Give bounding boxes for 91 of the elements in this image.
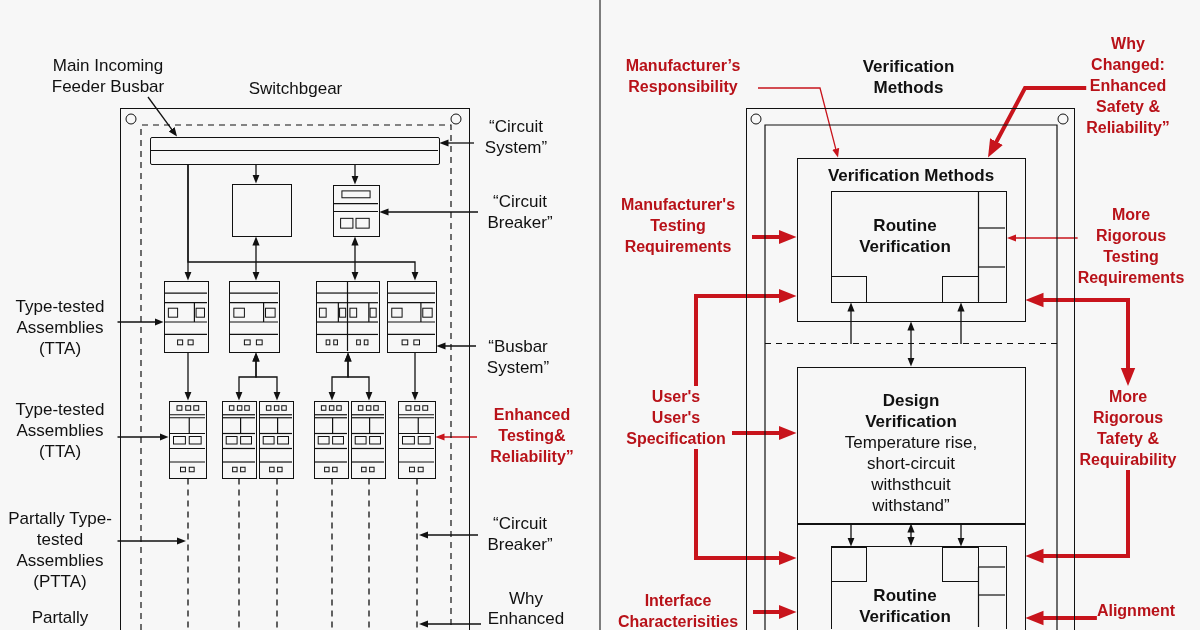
arrow [436,342,477,350]
module-box [350,400,386,479]
callout-label: Enhanced Testing& Reliability” [477,404,587,467]
routine-verification-box [831,546,1007,629]
callout-label: More Rigorous Testing Requirements [1077,204,1185,288]
dashed-line [276,477,278,630]
callout-label: “Circuit System” [474,116,558,158]
arrow [116,318,164,326]
callout-label: “Circuit Breaker” [478,513,562,555]
arrow [187,163,419,281]
double-arrow [344,352,373,401]
box-title: Design Verification [864,389,958,432]
dashed-line [416,477,418,630]
double-arrow [907,321,915,367]
module-box [168,400,207,479]
dashed-line [331,477,333,630]
module-box [386,280,437,353]
arrow [694,449,797,566]
arrow [147,96,177,137]
module-box [163,280,209,353]
double-arrow [351,236,359,281]
callout-label: Main Incoming Feeder Busbar [38,55,178,97]
arrow [847,302,855,345]
arrow [1007,234,1079,242]
callout-label: More Rigorous Tafety & Requirability [1079,386,1177,470]
callout-label: Alignment [1096,600,1176,621]
callout-label: User's [651,387,701,407]
small-box [941,275,979,303]
module-pair [315,280,380,353]
verification-box [796,157,1026,322]
arrow [757,87,840,158]
arrow [439,139,475,147]
module-box [228,280,280,353]
small-box [941,546,979,582]
box-title: Routine Verification [858,215,952,257]
design-verification-box [796,366,1026,524]
double-arrow [252,236,260,281]
module-box [313,400,349,479]
small-box [830,546,867,582]
module-box [397,400,436,479]
arrow [957,302,965,345]
double-arrow [907,523,915,546]
arrow [1025,470,1130,564]
callout-label: Manufacturer’s Responsibility [608,55,758,97]
callout-label: “Busbar System” [476,336,560,378]
module-box [221,400,257,479]
callout-label: Type-tested Assemblies (TTA) [2,296,118,359]
dashed-line [187,477,189,630]
box-title: Routine Verification [858,585,952,627]
empty-box [231,183,292,237]
arrow [753,604,797,620]
arrow [184,351,192,401]
arrow [732,425,797,441]
callout-label: User's Specification [625,408,727,449]
arrow [252,163,260,184]
double-arrow [252,352,281,401]
callout-label: Partally Type-tested Assemblies (PTTA) [2,508,118,592]
breaker-module [332,184,380,237]
arrow [694,288,797,386]
arrow [116,537,186,545]
small-box [830,275,867,303]
module-box [258,400,294,479]
arrow [435,433,478,441]
double-arrow [1025,292,1136,386]
frame-heading: Switchbgear [247,77,344,99]
arrow [957,523,965,547]
callout-label: Type-tested Assemblies (TTA) [2,399,118,462]
callout-label: “Circuit Breaker” [478,191,562,233]
arrow [351,163,359,185]
callout-label: Partally [31,607,89,628]
arrow [847,523,855,547]
callout-label: Manufacturer's Testing Requirements [604,194,752,257]
arrow [411,351,419,401]
busbar [149,136,440,165]
arrow [988,86,1087,158]
dashed-line [238,477,240,630]
frame-heading: Verification Methods [861,55,956,98]
callout-label: Why Enhanced [481,589,571,629]
arrow [116,433,169,441]
box-description: Temperature rise, short-circuit withsthcuit withstand” [843,431,979,516]
box-title: Verification Methods [827,164,995,186]
arrow [419,620,482,628]
dashed-line [368,477,370,630]
arrow [379,208,479,216]
routine-verification-box [831,191,1007,303]
callout-label: Interface Characterisities [603,590,753,630]
arrow [1025,610,1097,626]
lower-box [796,523,1026,630]
arrow [752,229,797,245]
callout-label: Why Changed: Enhanced Safety & Reliability” [1086,33,1170,138]
arrow [419,531,479,539]
